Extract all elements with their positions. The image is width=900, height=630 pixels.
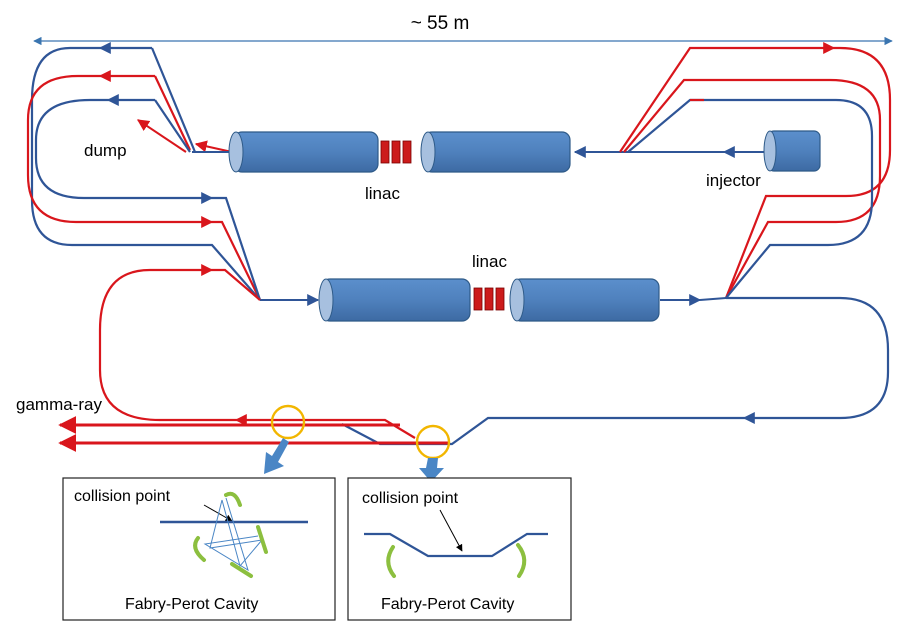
linac-top-tube-left — [233, 131, 379, 173]
linac-bottom — [260, 278, 727, 322]
right-arc-outer-red — [619, 46, 892, 299]
inset-1-cavity-label: Fabry-Perot Cavity — [125, 596, 258, 613]
inset-panel-2: collision point Fabry-Perot Cavity — [347, 477, 572, 621]
red-return-loop — [98, 268, 416, 439]
collision-marker-1 — [270, 404, 306, 440]
linac-bottom-tube-right — [512, 278, 660, 322]
linac-top-label: linac — [365, 184, 400, 203]
inset-2-mirrors — [386, 543, 527, 578]
bottom-loop-group — [98, 268, 890, 446]
inset-2-collision-label: collision point — [362, 490, 459, 507]
gamma-ray-label: gamma-ray — [16, 395, 102, 414]
gamma-ray-beams — [58, 414, 450, 452]
inset-2-beamline — [364, 532, 548, 558]
dump-arrow — [137, 119, 233, 153]
inset-1-mirrors — [193, 491, 268, 578]
left-arc-outer-blue — [30, 46, 261, 301]
inset-1-collision-label: collision point — [74, 488, 171, 505]
injector-label: injector — [706, 171, 761, 190]
linac-bottom-label: linac — [472, 252, 507, 271]
dump-label: dump — [84, 141, 127, 160]
blue-return-loop — [341, 296, 890, 446]
right-arc-inner-blue — [627, 98, 874, 299]
dimension-label: ~ 55 m — [411, 13, 470, 34]
left-arc-group — [26, 46, 262, 301]
linac-bottom-cap-right — [509, 278, 525, 322]
inset-2-cavity-label: Fabry-Perot Cavity — [381, 596, 514, 613]
dimension-indicator: ~ 55 m — [33, 13, 893, 46]
left-arc-mid-red — [26, 74, 261, 301]
linac-top — [192, 131, 571, 173]
linac-bottom-tube-left — [321, 278, 471, 322]
inset-2-pointer — [439, 509, 463, 552]
linac-top-tube-right — [423, 131, 571, 173]
left-arc-inner-blue — [34, 98, 262, 301]
right-arc-group — [619, 46, 892, 299]
right-arc-mid-red — [623, 78, 882, 299]
injector — [763, 130, 821, 172]
rf-cavity-top — [380, 140, 412, 164]
linac-top-cap-left — [228, 131, 244, 173]
linac-bottom-cap-left — [318, 278, 334, 322]
rf-cavity-bottom — [473, 287, 505, 311]
inset-panel-1: collision point Fabry-Perot Cavity — [62, 477, 336, 621]
inset-pointer-arrows — [264, 438, 444, 482]
linac-top-cap-right — [420, 131, 436, 173]
